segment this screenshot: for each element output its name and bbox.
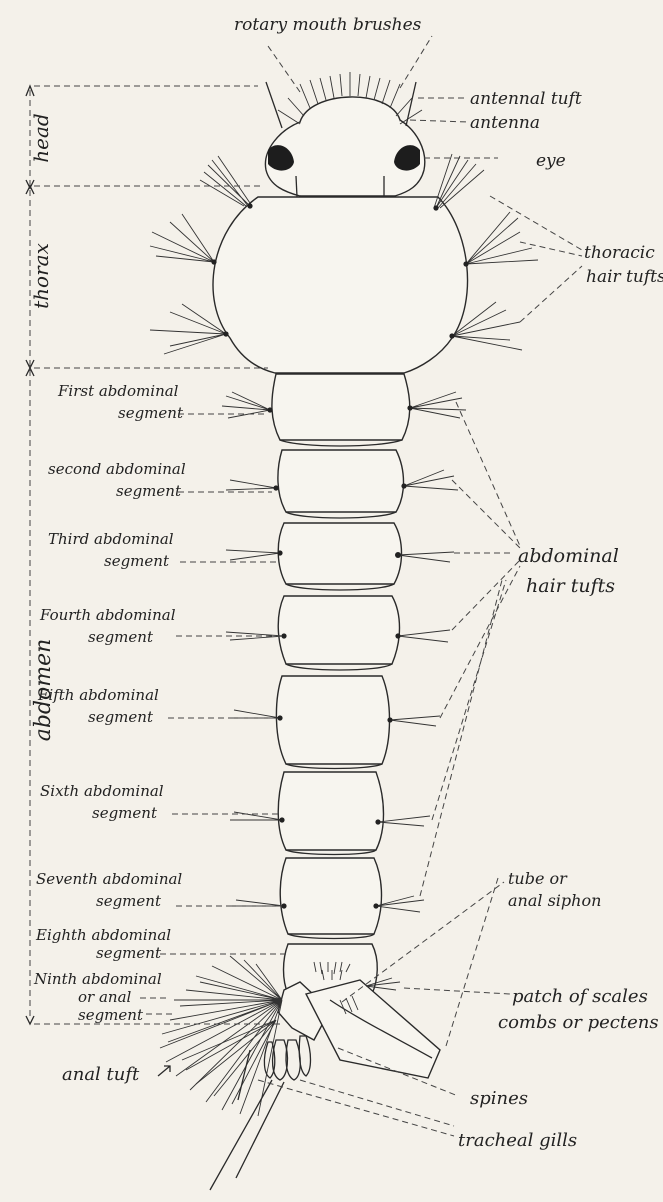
anal-tuft-arrow [158, 1066, 170, 1076]
label-anal-tuft: anal tuft [62, 1064, 140, 1085]
seg4-line1: Fourth abdominal [39, 606, 176, 624]
anal-tuft-drawing [160, 956, 282, 1116]
seg5-line1: Fifth abdominal [37, 686, 159, 704]
antenna-left [266, 82, 282, 128]
segment-labels: First abdominal segment second abdominal… [33, 382, 286, 1024]
abdomen-group [160, 374, 466, 1190]
seg3-line2: segment [104, 552, 170, 570]
label-abdominal-1: abdominal [518, 545, 619, 567]
label-antennal-tuft: antennal tuft [470, 89, 582, 109]
seg9-line3: segment [78, 1006, 144, 1024]
seg4-line2: segment [88, 628, 154, 646]
abdominal-segment-4 [278, 596, 399, 664]
seg8-line2: segment [96, 944, 162, 962]
seg1-line1: First abdominal [57, 382, 179, 400]
region-thorax-label: thorax [29, 243, 53, 309]
seg2-line2: segment [116, 482, 182, 500]
seg2-line1: second abdominal [48, 460, 186, 478]
label-mouth-brushes: rotary mouth brushes [234, 15, 422, 35]
label-tube-2: anal siphon [508, 891, 601, 910]
label-abdominal-2: hair tufts [526, 575, 615, 597]
thorax-body [213, 197, 468, 373]
label-thoracic-1: thoracic [584, 243, 655, 263]
seg8-line1: Eighth abdominal [35, 926, 171, 944]
label-tube-1: tube or [508, 869, 568, 888]
abdominal-segment-3 [278, 523, 401, 584]
label-patch: patch of scales [512, 986, 648, 1007]
abdominal-segment-1 [272, 374, 410, 440]
seg3-line1: Third abdominal [48, 530, 174, 548]
seg7-line1: Seventh abdominal [36, 870, 182, 888]
tracheal-gills-drawing [264, 1036, 310, 1080]
label-combs: combs or pectens [498, 1012, 659, 1033]
seg7-line2: segment [96, 892, 162, 910]
seg9-line2: or anal [78, 988, 132, 1006]
abdominal-segment-2 [278, 450, 404, 512]
region-head-label: head [29, 113, 53, 162]
label-antenna: antenna [470, 113, 540, 133]
label-eye: eye [536, 151, 566, 171]
seg9-line1: Ninth abdominal [33, 970, 162, 988]
label-thoracic-2: hair tufts [586, 267, 663, 287]
abdominal-segment-5 [276, 676, 389, 764]
label-gills: tracheal gills [458, 1130, 577, 1151]
anal-siphon [306, 980, 440, 1078]
label-spines: spines [470, 1088, 528, 1109]
trailing-line-1 [210, 1080, 272, 1190]
seg5-line2: segment [88, 708, 154, 726]
seg6-line2: segment [92, 804, 158, 822]
seg6-line1: Sixth abdominal [40, 782, 164, 800]
head-capsule [290, 97, 409, 196]
abdominal-segment-7 [280, 858, 381, 934]
seg1-line2: segment [118, 404, 184, 422]
abdominal-segment-6 [278, 772, 383, 850]
